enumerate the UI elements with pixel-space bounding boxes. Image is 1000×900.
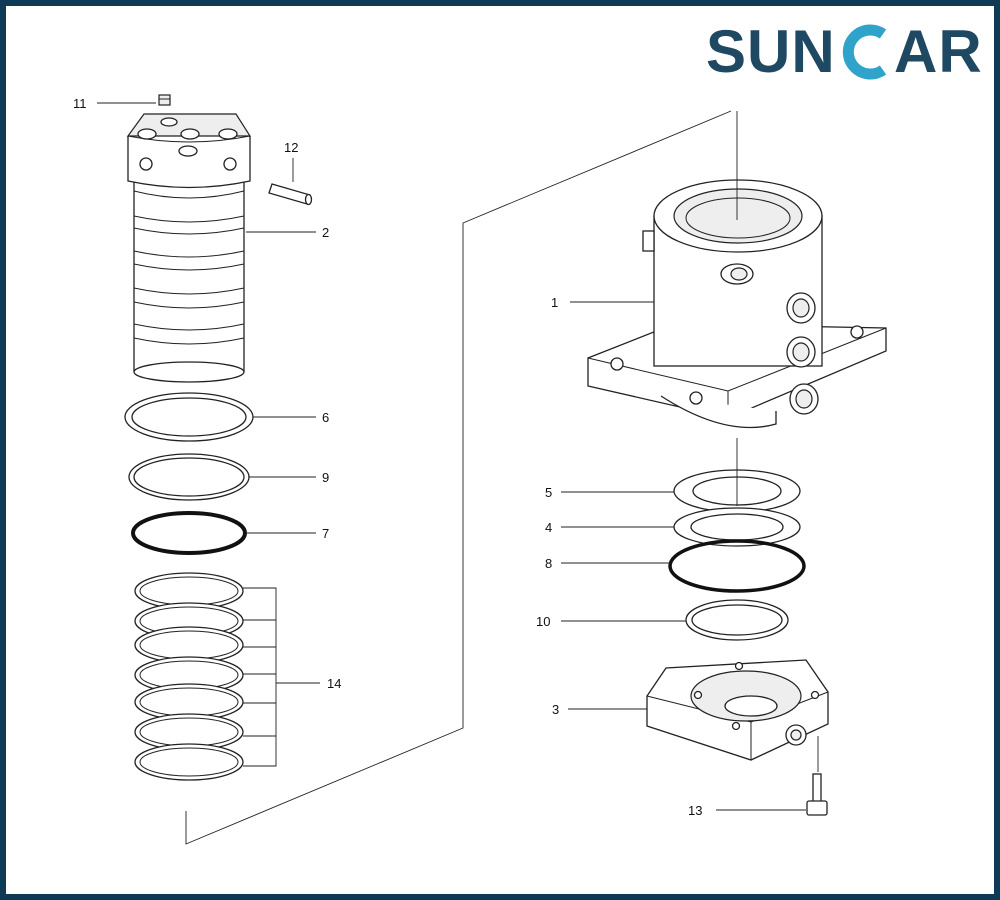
callout-11: 11	[73, 96, 87, 111]
callout-4: 4	[545, 520, 552, 535]
part-12-pin	[268, 183, 313, 206]
part-2-spool	[126, 113, 252, 383]
logo-text-ar: AR	[894, 18, 983, 85]
callout-1: 1	[551, 295, 558, 310]
callout-9: 9	[322, 470, 329, 485]
callout-13: 13	[688, 803, 702, 818]
callout-10: 10	[536, 614, 550, 629]
logo-text-sun: SUN	[706, 18, 836, 85]
callout-6: 6	[322, 410, 329, 425]
part-8-o-ring	[668, 539, 806, 593]
leader-lines	[97, 102, 819, 811]
part-13-bolt	[806, 773, 828, 816]
suncar-logo: SUN AR	[706, 18, 983, 85]
part-1-housing	[587, 179, 887, 429]
callout-3: 3	[552, 702, 559, 717]
callout-labels: 11 12 2 6 9 7 14 1 5 4 8 10 3 13	[73, 96, 702, 818]
callout-8: 8	[545, 556, 552, 571]
callout-2: 2	[322, 225, 329, 240]
callout-5: 5	[545, 485, 552, 500]
part-3-cover	[646, 659, 829, 761]
exploded-parts-drawing: SUN AR	[73, 18, 983, 845]
callout-7: 7	[322, 526, 329, 541]
part-7-o-ring	[131, 511, 247, 555]
callout-14: 14	[327, 676, 341, 691]
separator-line	[185, 110, 732, 845]
part-11-plug	[158, 94, 171, 106]
logo-c-mark	[842, 24, 887, 80]
part-14-seal-ring-stack	[134, 572, 244, 781]
part-10-ring	[685, 599, 789, 641]
part-9-ring	[128, 453, 250, 501]
part-6-backup-ring	[124, 392, 254, 442]
callout-12: 12	[284, 140, 298, 155]
